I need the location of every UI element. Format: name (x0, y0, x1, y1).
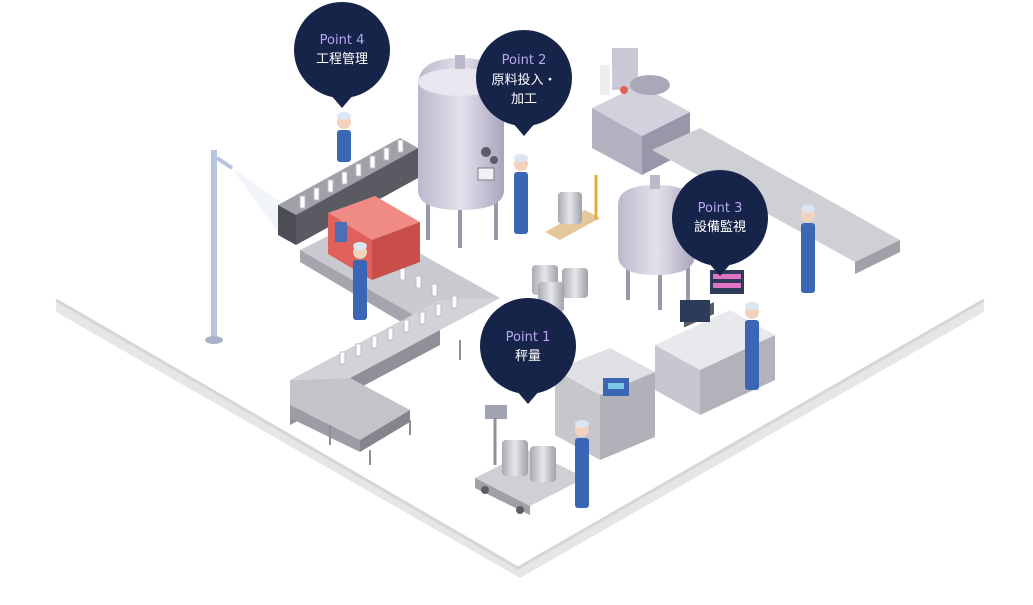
point-3-label: Point 3 (698, 201, 743, 216)
keg-stack (532, 175, 600, 312)
point-1-title: 秤量 (515, 349, 541, 364)
weighing-station (475, 348, 655, 515)
point-1-label: Point 1 (506, 330, 551, 345)
point-4-title: 工程管理 (316, 52, 368, 67)
worker (801, 205, 815, 293)
point-2-title-line-1: 原料投入・ (491, 72, 556, 88)
worker (337, 112, 351, 162)
point-2-label: Point 2 (502, 53, 547, 68)
point-3-title: 設備監視 (694, 219, 746, 235)
point-4-label: Point 4 (320, 33, 365, 48)
worker (353, 242, 367, 320)
point-bubble-3[interactable]: Point 3 設備監視 (672, 170, 768, 276)
processing-machine (592, 48, 900, 274)
point-bubble-1[interactable]: Point 1 秤量 (480, 298, 576, 404)
point-bubble-2[interactable]: Point 2 原料投入・ 加工 (476, 30, 572, 136)
worker (514, 154, 528, 234)
inspection-machine (328, 196, 420, 280)
worker (575, 420, 589, 508)
point-2-title-line-2: 加工 (511, 92, 537, 107)
worker (745, 302, 759, 390)
point-bubble-4[interactable]: Point 4 工程管理 (294, 2, 390, 108)
